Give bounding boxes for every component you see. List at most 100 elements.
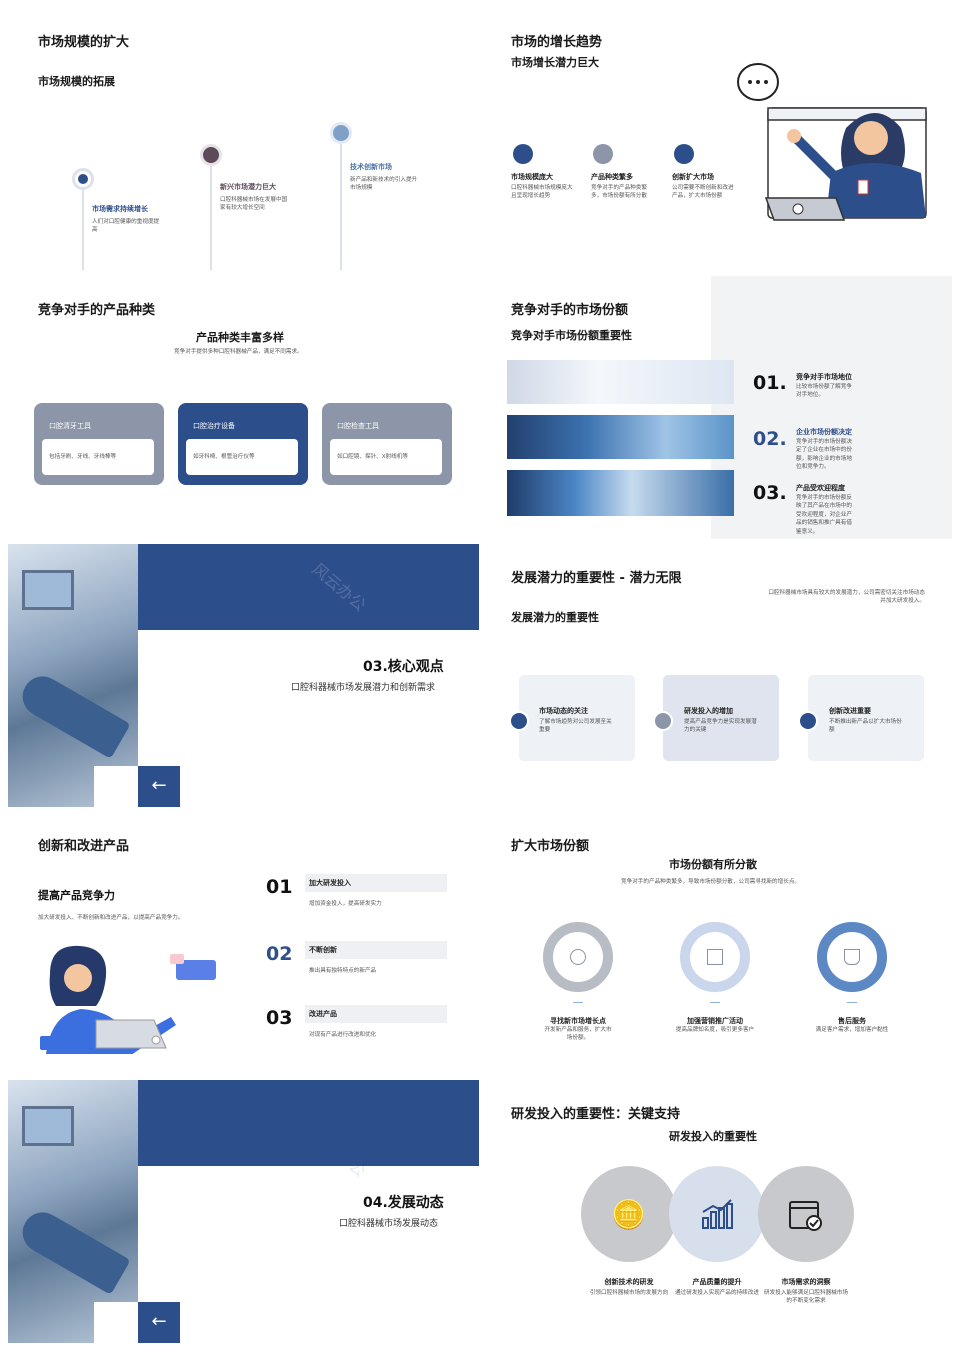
section-desc: 竞争对手提供多种口腔科器械产品，满足不同需求。 xyxy=(174,349,303,355)
item-desc: 推出具有独特特点的新产品 xyxy=(309,968,377,974)
slide-title: 创新和改进产品 xyxy=(38,839,130,854)
section-heading: 研发投入的重要性 xyxy=(669,1130,757,1143)
slide-rd-importance[interactable]: 研发投入的重要性：关键支持 研发投入的重要性 🪙 创新技术的研发 引领口腔科器械… xyxy=(481,1080,952,1343)
slide-expand-share[interactable]: 扩大市场份额 市场份额有所分散 竞争对手的产品种类繁多，导致市场份额分散，公司需… xyxy=(481,812,952,1075)
item-desc: 引领口腔科器械市场的发展方向 xyxy=(589,1290,669,1296)
slide-subtitle: 竞争对手市场份额重要性 xyxy=(511,329,632,342)
item-label: 寻找新市场增长点 xyxy=(550,1017,606,1025)
slide-title: 竞争对手的市场份额 xyxy=(511,303,629,318)
card-desc: 包括牙刷、牙线、牙线棒等 xyxy=(49,454,117,460)
card-label: 市场动态的关注 xyxy=(539,707,588,715)
card-label: 口腔治疗设备 xyxy=(193,422,235,430)
slide-innovation[interactable]: 创新和改进产品 提高产品竞争力 加大研发投入、不断创新和改进产品，以提高产品竞争… xyxy=(8,812,479,1075)
slide-title: 市场的增长趋势 xyxy=(511,35,603,50)
info-card[interactable] xyxy=(808,675,924,761)
flask-icon xyxy=(844,949,860,965)
card-desc: 如口腔镜、探针、X射线机等 xyxy=(337,454,408,460)
document-icon xyxy=(570,949,586,965)
item-desc: 竞争对手的产品种类繁多，市场份额有所分散 xyxy=(591,185,647,200)
item-number: 03 xyxy=(266,1007,293,1029)
product-card[interactable]: 口腔治疗设备 如牙科椅、根管治疗仪等 xyxy=(178,403,308,485)
item-number: 01 xyxy=(266,876,293,898)
slide-market-scale[interactable]: 市场规模的扩大 市场规模的拓展 市场需求持续增长 人们对口腔健康的重视度提高 新… xyxy=(8,8,479,271)
ring-graphic xyxy=(680,922,750,992)
card-desc: 不断推出新产品以扩大市场份额 xyxy=(829,719,902,734)
info-card[interactable] xyxy=(519,675,635,761)
org-chart-icon xyxy=(707,949,723,965)
bar-chart-icon xyxy=(702,1199,733,1229)
card-label: 研发投入的增加 xyxy=(684,707,733,715)
item-label: 企业市场份额决定 xyxy=(796,428,852,436)
slide-title: 扩大市场份额 xyxy=(511,839,590,854)
item-desc: 公司需要不断创新和改进产品，扩大市场份额 xyxy=(672,185,734,200)
printer-icon xyxy=(674,144,694,164)
slide-product-types[interactable]: 竞争对手的产品种类 产品种类丰富多样 竞争对手提供多种口腔科器械产品，满足不同需… xyxy=(8,276,479,539)
item-label: 加大研发投入 xyxy=(309,879,351,887)
coins-icon: 🪙 xyxy=(611,1198,646,1231)
image-icon xyxy=(330,122,352,144)
slide-development-potential[interactable]: 发展潜力的重要性 - 潜力无限 口腔科器械市场具有较大的发展潜力，公司需密切关注… xyxy=(481,544,952,807)
item-label: 创新扩大市场 xyxy=(672,173,714,181)
item-label: 产品受欢迎程度 xyxy=(796,484,845,492)
circle-segment xyxy=(581,1166,677,1262)
item-label: 改进产品 xyxy=(309,1010,337,1018)
item-label: 竞争对手市场地位 xyxy=(796,373,852,381)
section-subtitle: 口腔科器械市场发展动态 xyxy=(339,1219,439,1229)
section-heading: 产品种类丰富多样 xyxy=(196,331,284,344)
item-number: 03. xyxy=(753,482,787,504)
org-chart-icon xyxy=(798,711,818,731)
product-card[interactable]: 口腔清牙工具 包括牙刷、牙线、牙线棒等 xyxy=(34,403,164,485)
item-desc: 提高品牌知名度，吸引更多客户 xyxy=(675,1027,755,1033)
ring-graphic xyxy=(817,922,887,992)
product-card[interactable]: 口腔检查工具 如口腔镜、探针、X射线机等 xyxy=(322,403,452,485)
item-label: 创新技术的研发 xyxy=(604,1278,654,1286)
card-label: 口腔检查工具 xyxy=(337,422,379,430)
item-desc: 比较市场份额了解竞争对手地位。 xyxy=(796,384,852,399)
lab-photo xyxy=(507,360,734,404)
slide-subtitle: 市场规模的拓展 xyxy=(38,75,115,88)
info-card[interactable] xyxy=(663,675,779,761)
card-label: 口腔清牙工具 xyxy=(49,422,91,430)
calendar-check-icon xyxy=(789,1201,822,1231)
item-label: 不断创新 xyxy=(309,946,337,954)
card-desc: 如牙科椅、根管治疗仪等 xyxy=(193,454,255,460)
item-desc: 对现有产品进行改进和优化 xyxy=(309,1032,377,1038)
back-arrow-button[interactable]: ← xyxy=(138,766,180,807)
circle-segment xyxy=(758,1166,854,1262)
section-title: 03.核心观点 xyxy=(363,659,444,675)
timeline-desc: 人们对口腔健康的重视度提高 xyxy=(92,219,160,234)
slide-title: 竞争对手的产品种类 xyxy=(38,303,156,318)
card-desc: 提高产品竞争力是实现发展潜力的关键 xyxy=(684,719,757,734)
lab-photo xyxy=(507,470,734,516)
timeline-label: 市场需求持续增长 xyxy=(92,205,148,213)
slide-title: 研发投入的重要性：关键支持 xyxy=(511,1107,681,1122)
item-desc: 增加资金投入，提高研发实力 xyxy=(309,901,382,907)
chat-icon xyxy=(653,711,673,731)
item-desc: 开发新产品和服务，扩大市场份额。 xyxy=(544,1027,612,1042)
doctor-illustration xyxy=(40,945,216,1054)
org-chart-icon xyxy=(200,144,222,166)
slide-title: 发展潜力的重要性 - 潜力无限 xyxy=(511,571,682,586)
clipboard-icon xyxy=(593,144,613,164)
slide-growth-trend[interactable]: 市场的增长趋势 市场增长潜力巨大 市场规模庞大 口腔科器械市场规模庞大且呈现增长… xyxy=(481,8,952,271)
lab-photo xyxy=(507,415,734,459)
card-desc: 了解市场趋势对公司发展至关重要 xyxy=(539,719,612,734)
slide-market-share[interactable]: 竞争对手的市场份额 竞争对手市场份额重要性 01. 竞争对手市场地位 比较市场份… xyxy=(481,276,952,539)
section-heading: 市场份额有所分散 xyxy=(669,858,757,871)
item-label: 市场需求的洞察 xyxy=(781,1278,831,1286)
item-desc: 竞争对手的市场份额反映了其产品在市场中的受欢迎程度，对企业产品的销售和推广具有借… xyxy=(796,495,852,535)
back-arrow-button[interactable]: ← xyxy=(138,1302,180,1343)
section-desc: 竞争对手的产品种类繁多，导致市场份额分散，公司需寻找新的增长点。 xyxy=(621,879,801,885)
slide-section-04[interactable]: 风云办公 04.发展动态 口腔科器械市场发展动态 ← xyxy=(8,1080,479,1343)
header-band xyxy=(138,544,479,630)
printer-icon xyxy=(513,144,533,164)
item-number: 02 xyxy=(266,943,293,965)
item-label: 加强营销推广活动 xyxy=(687,1017,743,1025)
item-desc: 研发投入能够满足口腔科器械市场的不断变化需求 xyxy=(764,1290,848,1305)
slide-section-03[interactable]: 风云办公 03.核心观点 口腔科器械市场发展潜力和创新需求 ← xyxy=(8,544,479,807)
item-label: 售后服务 xyxy=(838,1017,866,1025)
item-label: 市场规模庞大 xyxy=(511,173,553,181)
header-band xyxy=(138,1080,479,1166)
item-desc: 口腔科器械市场规模庞大且呈现增长趋势 xyxy=(511,185,573,200)
item-label: 产品种类繁多 xyxy=(591,173,633,181)
